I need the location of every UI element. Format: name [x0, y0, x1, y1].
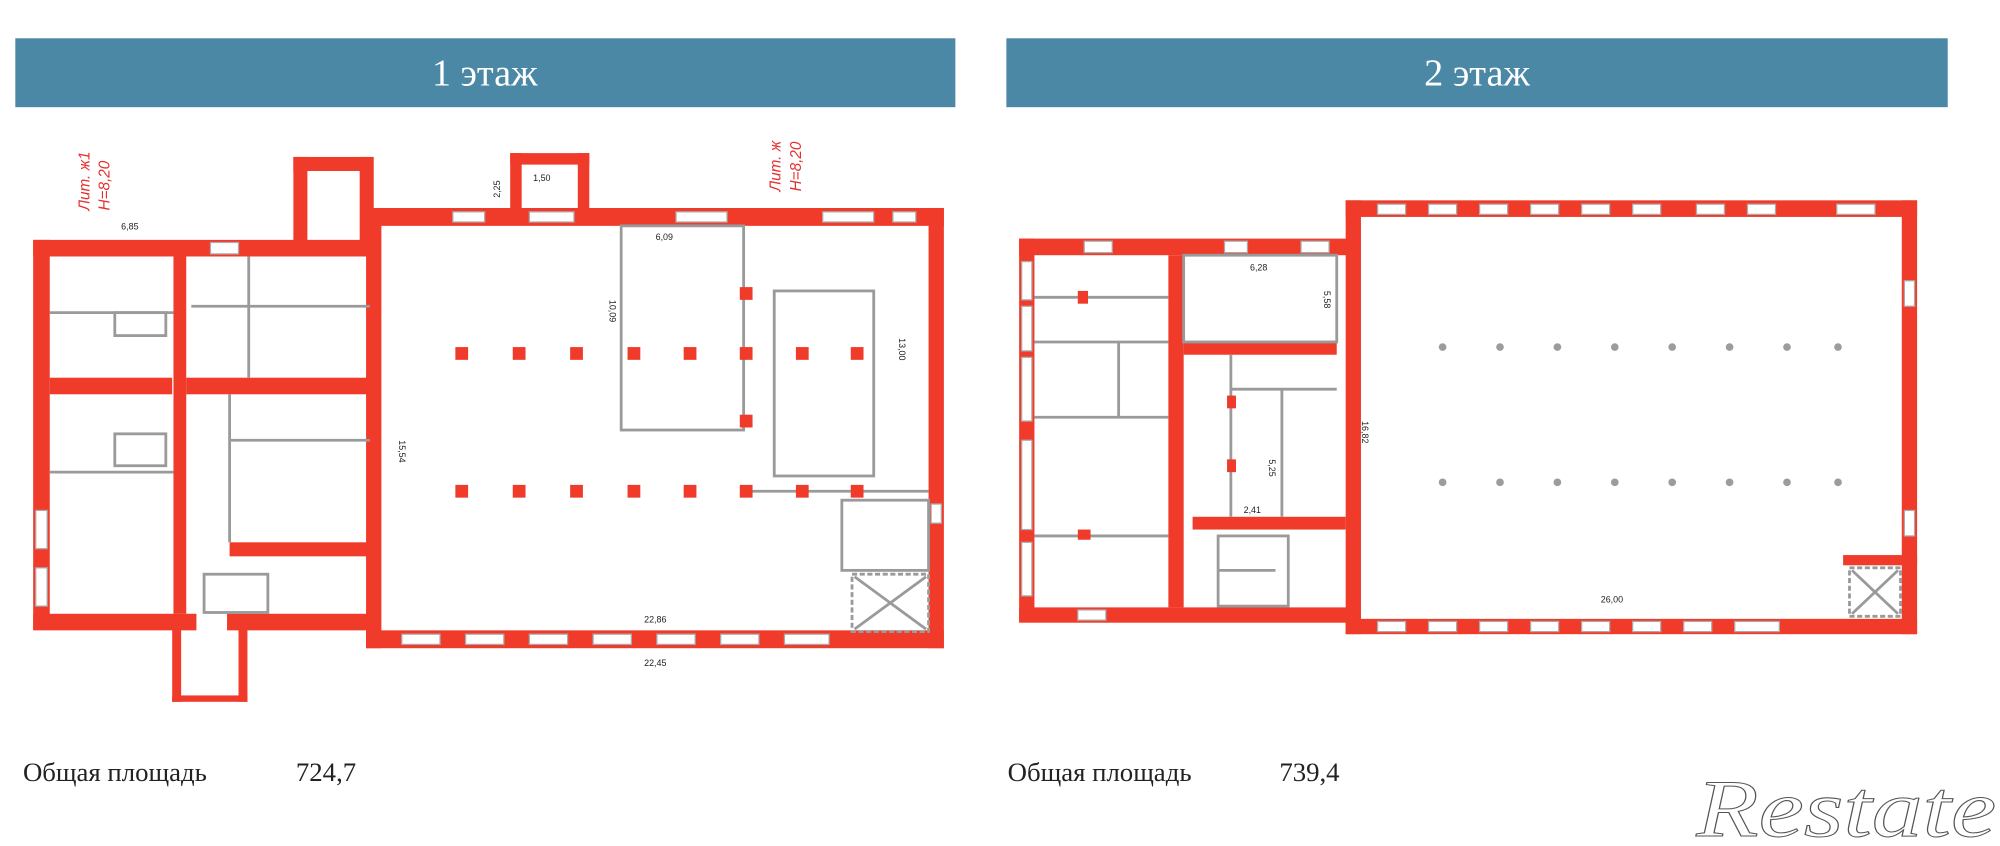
floor2-title: 2 этаж	[1424, 52, 1530, 94]
dim: 2,25	[492, 180, 502, 197]
floor1-area-label: Общая площадь	[23, 757, 207, 787]
dim: 2,41	[1244, 505, 1261, 515]
dim: 5,25	[1267, 459, 1277, 476]
height-label-1: Н=8,20	[97, 160, 114, 210]
dim: 26,00	[1601, 594, 1623, 604]
lit-label-1: Лит. ж1	[76, 151, 93, 211]
height-label-2: Н=8,20	[788, 141, 805, 191]
lit-label-2: Лит. ж	[768, 139, 785, 192]
dim: 22,45	[644, 658, 666, 668]
dim: 1,50	[533, 173, 550, 183]
floor2-columns	[1438, 343, 1842, 487]
floor1-area-value: 724,7	[296, 757, 356, 787]
floor2-header: 2 этаж	[1006, 38, 1948, 108]
floor1-header: 1 этаж	[15, 38, 956, 108]
restate-logo: Restate	[1695, 763, 1996, 846]
dim: 6,09	[656, 232, 673, 242]
floor2-plan: 26,00 16,82 6,28 5,58 2,41 5,25 Общая пл…	[1008, 200, 1918, 787]
dim: 5,58	[1322, 291, 1332, 308]
dim: 13,00	[897, 338, 907, 360]
floor1-columns	[455, 287, 864, 498]
dim: 22,86	[644, 615, 666, 625]
dim: 6,28	[1250, 263, 1267, 273]
floor2-area-label: Общая площадь	[1008, 757, 1192, 787]
dim: 6,85	[121, 222, 138, 232]
dim: 16,82	[1360, 421, 1370, 443]
dim: 15,54	[397, 440, 407, 462]
dim: 10,09	[608, 300, 618, 322]
floor2-area-value: 739,4	[1279, 757, 1339, 787]
floor1-title: 1 этаж	[432, 52, 538, 94]
floor1-plan: Лит. ж1 Н=8,20 Лит. ж Н=8,20 6,85 22,86 …	[23, 139, 944, 787]
